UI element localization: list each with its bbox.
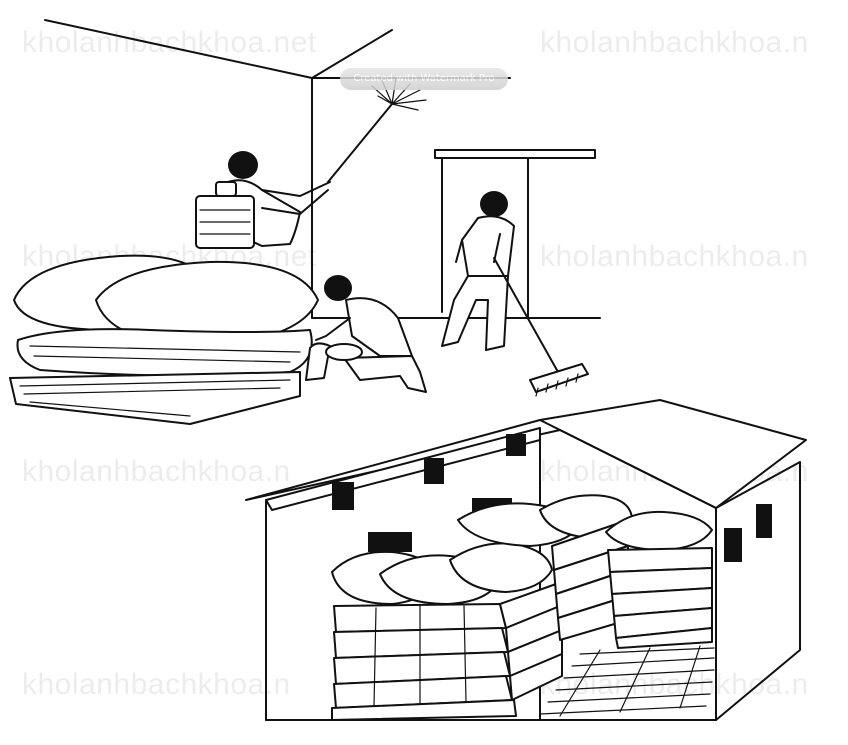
sack-stack-back [457, 494, 633, 641]
watermark-text: kholanhbachkhoa.n [22, 455, 291, 488]
sack-stack-front [331, 542, 563, 721]
watermark-badge: Created with Watermark Pro [340, 68, 508, 90]
watermark-text: kholanhbachkhoa.n [22, 668, 291, 701]
feather-duster [327, 77, 427, 183]
watermark-text: kholanhbachkhoa.net [22, 26, 317, 59]
worker-with-duster [195, 151, 331, 249]
floor-pallets [539, 645, 715, 717]
sack-pile-left [9, 254, 331, 425]
kneeling-worker [315, 275, 427, 393]
doorway [434, 149, 596, 319]
watermark-text: kholanhbachkhoa.n [540, 240, 809, 273]
sweeping-worker [441, 191, 589, 397]
watermark-text: kholanhbachkhoa.n [540, 26, 809, 59]
sack-stack-right [605, 510, 713, 649]
